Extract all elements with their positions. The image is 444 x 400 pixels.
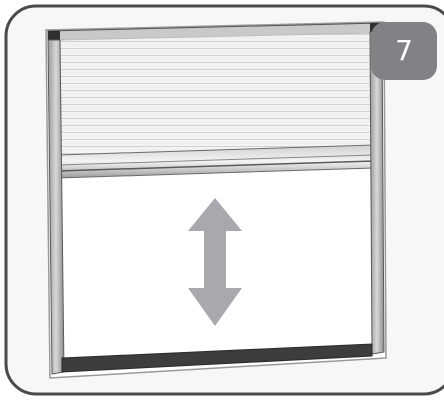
bottom-sill <box>61 343 373 373</box>
pleated-blind <box>59 32 373 159</box>
right-side-rail <box>369 31 385 355</box>
step-number-badge: 7 <box>371 22 437 80</box>
up-down-arrow-icon <box>188 198 242 326</box>
